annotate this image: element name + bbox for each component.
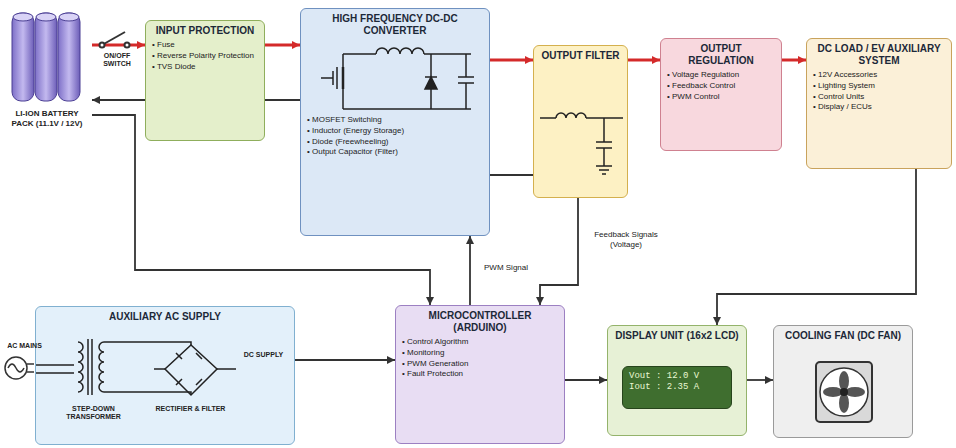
power-wire <box>265 44 300 47</box>
signal-label: PWM Signal <box>481 262 531 274</box>
part-label: ON/OFF SWITCH <box>92 52 142 69</box>
load-box: DC LOAD / EV AUXILIARY SYSTEM • 12V Acces… <box>806 38 952 169</box>
node-heading: OUTPUT REGULATION <box>667 43 775 67</box>
node-heading: COOLING FAN (DC FAN) <box>780 330 906 342</box>
power-wire <box>92 44 145 47</box>
node-item: • TVS Diode <box>152 62 258 73</box>
protection-box: INPUT PROTECTION • Fuse• Reverse Polarity… <box>145 20 265 141</box>
node-item: • Lighting System <box>813 81 945 92</box>
node-heading: MICROCONTROLLER (ARDUINO) <box>402 310 558 334</box>
signal-wire <box>540 198 578 305</box>
node-item: • Output Capacitor (Filter) <box>307 147 483 158</box>
node-item: • Monitoring <box>402 348 558 359</box>
signal-wire <box>490 174 533 176</box>
controller-box: MICROCONTROLLER (ARDUINO) • Control Algor… <box>395 305 565 444</box>
ac-supply-box: AUXILIARY AC SUPPLY STEP-DOWN TRANSFORMER… <box>35 306 295 445</box>
switch-symbol <box>100 32 130 48</box>
filter-box: OUTPUT FILTER <box>533 45 628 198</box>
lcd-screen: Vout : 12.0 VIout : 2.35 A <box>622 366 732 409</box>
part-label: STEP-DOWN TRANSFORMER <box>51 405 136 422</box>
node-heading: DC LOAD / EV AUXILIARY SYSTEM <box>813 43 945 67</box>
node-item: • MOSFET Switching <box>307 115 483 126</box>
part-label: AC MAINS <box>2 342 47 350</box>
fan-icon <box>774 326 914 436</box>
node-item: • Fuse <box>152 40 258 51</box>
node-heading: INPUT PROTECTION <box>152 25 258 37</box>
node-heading: OUTPUT FILTER <box>540 50 621 62</box>
signal-wire <box>747 379 773 381</box>
node-item: • PWM Control <box>667 92 775 103</box>
node-item: • 12V Accessories <box>813 70 945 81</box>
converter-box: HIGH FREQUENCY DC-DC CONVERTER • MOSFET S… <box>300 8 490 236</box>
ac-source-symbol <box>5 357 34 379</box>
part-label: RECTIFIER & FILTER <box>148 405 233 413</box>
node-item: • Reverse Polarity Protection <box>152 51 258 62</box>
display-box: DISPLAY UNIT (16x2 LCD) Vout : 12.0 VIout… <box>607 325 747 436</box>
node-heading: Vout : 12.0 V <box>629 371 725 382</box>
power-wire <box>782 59 806 62</box>
node-item: • Feedback Control <box>667 81 775 92</box>
signal-wire <box>92 99 145 101</box>
node-heading: HIGH FREQUENCY DC-DC CONVERTER <box>307 13 483 37</box>
node-heading: DISPLAY UNIT (16x2 LCD) <box>614 330 740 342</box>
fan-box: COOLING FAN (DC FAN) <box>773 325 913 438</box>
regulation-box: OUTPUT REGULATION • Voltage Regulation• F… <box>660 38 782 151</box>
lc-filter-schematic <box>534 46 629 196</box>
power-wire <box>490 59 533 62</box>
node-heading: AUXILIARY AC SUPPLY <box>42 311 288 323</box>
part-label: DC SUPPLY <box>236 351 291 359</box>
power-wire <box>628 59 660 62</box>
battery-illustration <box>2 5 92 105</box>
node-item: • Control Algorithm <box>402 337 558 348</box>
node-item: Iout : 2.35 A <box>629 382 725 393</box>
battery-pack: LI-ION BATTERY PACK (11.1V / 12V) <box>2 5 92 148</box>
signal-wire <box>565 379 607 381</box>
signal-label: Feedback Signals (Voltage) <box>582 229 670 250</box>
node-item: • Control Units <box>813 92 945 103</box>
node-item: • Diode (Freewheeling) <box>307 137 483 148</box>
node-item: • PWM Generation <box>402 359 558 370</box>
signal-wire <box>265 99 300 101</box>
node-item: • Display / ECUs <box>813 102 945 113</box>
node-item: • Inductor (Energy Storage) <box>307 126 483 137</box>
signal-wire <box>469 236 471 305</box>
node-item: • Fault Protection <box>402 369 558 380</box>
node-heading: LI-ION BATTERY PACK (11.1V / 12V) <box>8 109 86 128</box>
signal-wire <box>717 169 916 325</box>
signal-wire <box>295 359 395 361</box>
node-item: • Voltage Regulation <box>667 70 775 81</box>
